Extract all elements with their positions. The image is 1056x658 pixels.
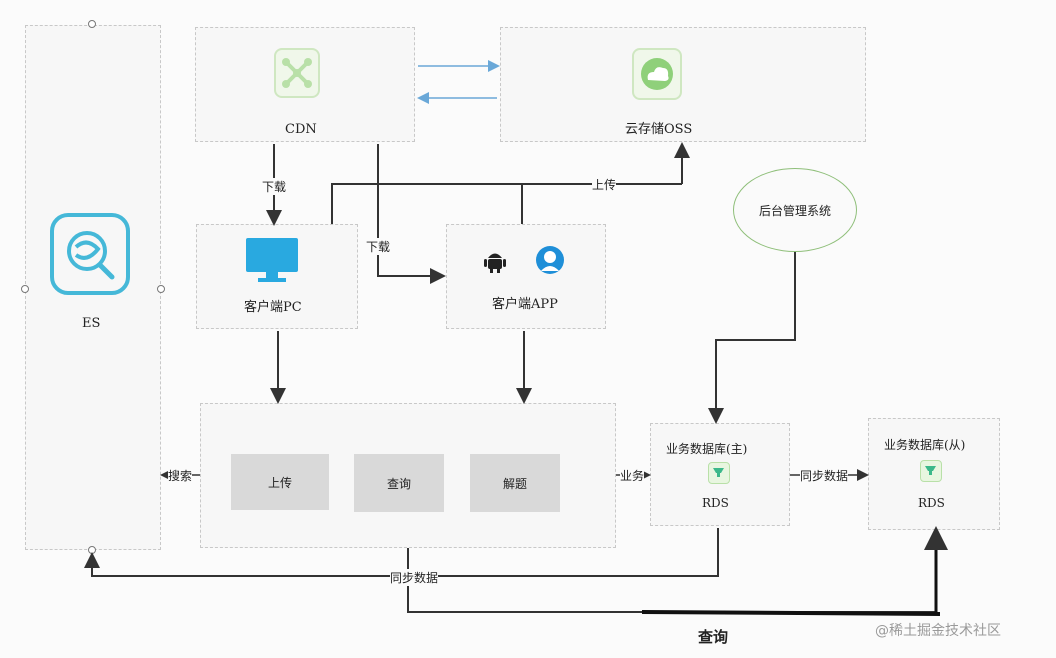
sync-data-label-2: 同步数据 — [390, 569, 439, 586]
query-bottom-label: 查询 — [698, 628, 729, 646]
business-label: 业务 — [620, 467, 645, 484]
client-app-label: 客户端APP — [492, 297, 558, 312]
client-app-node[interactable] — [446, 224, 606, 329]
sync-data-label-1: 同步数据 — [800, 467, 849, 484]
monitor-icon — [244, 236, 300, 284]
cloud-icon — [632, 48, 682, 100]
admin-label: 后台管理系统 — [758, 203, 831, 218]
solve-button[interactable]: 解题 — [470, 454, 560, 512]
download-app-arrow — [377, 144, 446, 284]
db-master-rds-icon — [708, 462, 730, 484]
query-to-slave-line — [407, 548, 936, 613]
cdn-label: CDN — [285, 122, 317, 137]
es-right-handle[interactable] — [157, 285, 165, 293]
oss-label: 云存储OSS — [625, 122, 693, 137]
admin-to-db-arrow — [708, 252, 796, 424]
android-icon — [484, 248, 506, 274]
query-button[interactable]: 查询 — [354, 454, 444, 512]
oss-node[interactable] — [500, 27, 866, 142]
upload-oss-label: 上传 — [592, 176, 617, 193]
es-panel — [25, 25, 161, 550]
cdn-network-icon — [274, 48, 320, 98]
es-label: ES — [82, 316, 101, 331]
db-slave-title: 业务数据库(从) — [884, 438, 966, 452]
download-app-label: 下载 — [366, 238, 391, 255]
search-label: 搜索 — [168, 467, 193, 484]
download-pc-label: 下载 — [262, 178, 287, 195]
client-pc-label: 客户端PC — [244, 300, 302, 315]
query-bold-line — [641, 610, 941, 616]
upload-button[interactable]: 上传 — [231, 454, 329, 510]
db-slave-rds-icon — [920, 460, 942, 482]
es-search-icon — [50, 213, 130, 295]
upload-oss-line-pc — [331, 183, 682, 224]
db-master-title: 业务数据库(主) — [666, 442, 748, 456]
es-top-handle[interactable] — [88, 20, 96, 28]
admin-system-node[interactable]: 后台管理系统 — [733, 168, 857, 252]
es-left-handle[interactable] — [21, 285, 29, 293]
db-slave-rds: RDS — [918, 496, 945, 510]
db-master-rds: RDS — [702, 496, 729, 510]
user-icon — [535, 244, 565, 276]
watermark: @稀土掘金技术社区 — [875, 623, 1001, 639]
